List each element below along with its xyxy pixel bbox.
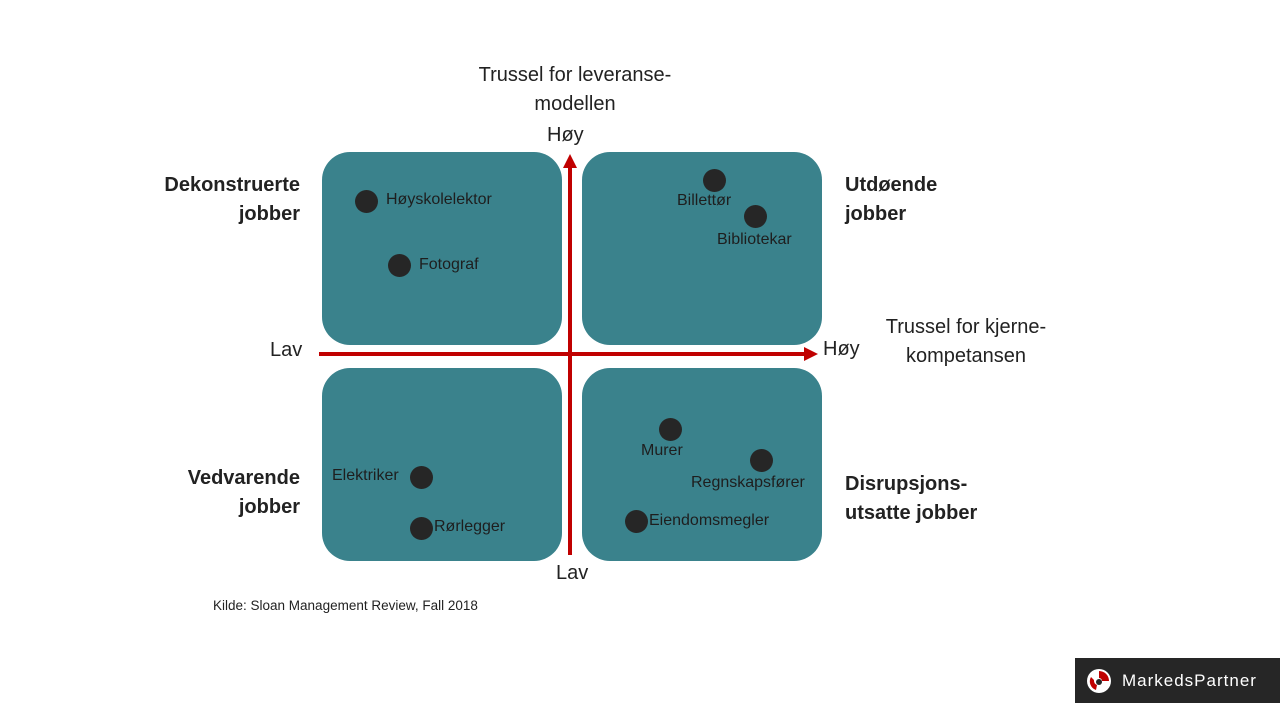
source-citation: Kilde: Sloan Management Review, Fall 201… — [213, 598, 478, 613]
x-axis-arrowhead — [804, 347, 818, 361]
quadrant-deconstructed — [322, 152, 562, 345]
x-axis-title-line2: kompetansen — [905, 345, 1027, 367]
label-enduring-jobs: Vedvarende jobber — [188, 464, 300, 522]
label-dying-jobs: Utdøende jobber — [845, 171, 937, 229]
x-axis-title-line1: Trussel for kjerne- — [885, 316, 1047, 338]
dot-bibliotekar — [744, 205, 767, 228]
dot-murer — [659, 418, 682, 441]
label-hoyskolelektor: Høyskolelektor — [386, 191, 492, 208]
label-disruption-line2: utsatte jobber — [845, 502, 978, 524]
x-axis-title: Trussel for kjerne- kompetansen — [866, 313, 1066, 371]
label-fotograf: Fotograf — [419, 256, 479, 273]
label-deconstructed-jobs: Dekonstruerte jobber — [164, 171, 300, 229]
label-bibliotekar: Bibliotekar — [717, 231, 792, 248]
dot-regnskapsforer — [750, 449, 773, 472]
label-enduring-line1: Vedvarende — [187, 467, 300, 489]
dot-eiendomsmegler — [625, 510, 648, 533]
y-axis-title-line1: Trussel for leveranse- — [478, 64, 672, 86]
dot-fotograf — [388, 254, 411, 277]
y-axis-title: Trussel for leveranse- modellen — [455, 61, 695, 119]
logo-text: MarkedsPartner — [1122, 670, 1257, 690]
markedspartner-logo-icon — [1087, 668, 1111, 693]
label-enduring-line2: jobber — [238, 496, 300, 518]
label-eiendomsmegler: Eiendomsmegler — [649, 512, 770, 529]
label-dying-line2: jobber — [845, 203, 907, 225]
y-axis-title-line2: modellen — [534, 93, 616, 115]
dot-elektriker — [410, 466, 433, 489]
label-murer: Murer — [641, 442, 683, 459]
label-elektriker: Elektriker — [332, 467, 399, 484]
dot-hoyskolelektor — [355, 190, 378, 213]
quadrant-dying — [582, 152, 822, 345]
quadrant-enduring — [322, 368, 562, 561]
label-disruption-line1: Disrupsjons- — [845, 473, 968, 495]
y-axis-high-label: Høy — [547, 124, 584, 146]
label-rorlegger: Rørlegger — [434, 518, 506, 535]
label-billettor: Billettør — [677, 192, 732, 209]
label-disruption-exposed-jobs: Disrupsjons- utsatte jobber — [845, 470, 977, 528]
quadrant-disruption-exposed — [582, 368, 822, 561]
dot-rorlegger — [410, 517, 433, 540]
y-axis-low-label: Lav — [556, 562, 589, 584]
label-deconstructed-line1: Dekonstruerte — [164, 174, 300, 196]
label-dying-line1: Utdøende — [845, 174, 938, 196]
label-regnskapsforer: Regnskapsfører — [691, 474, 805, 491]
x-axis-high-label: Høy — [823, 338, 860, 360]
label-deconstructed-line2: jobber — [238, 203, 300, 225]
dot-billettor — [703, 169, 726, 192]
x-axis-low-label: Lav — [270, 339, 303, 361]
markedspartner-logo: MarkedsPartner — [1075, 658, 1280, 703]
y-axis-arrowhead — [563, 154, 577, 168]
